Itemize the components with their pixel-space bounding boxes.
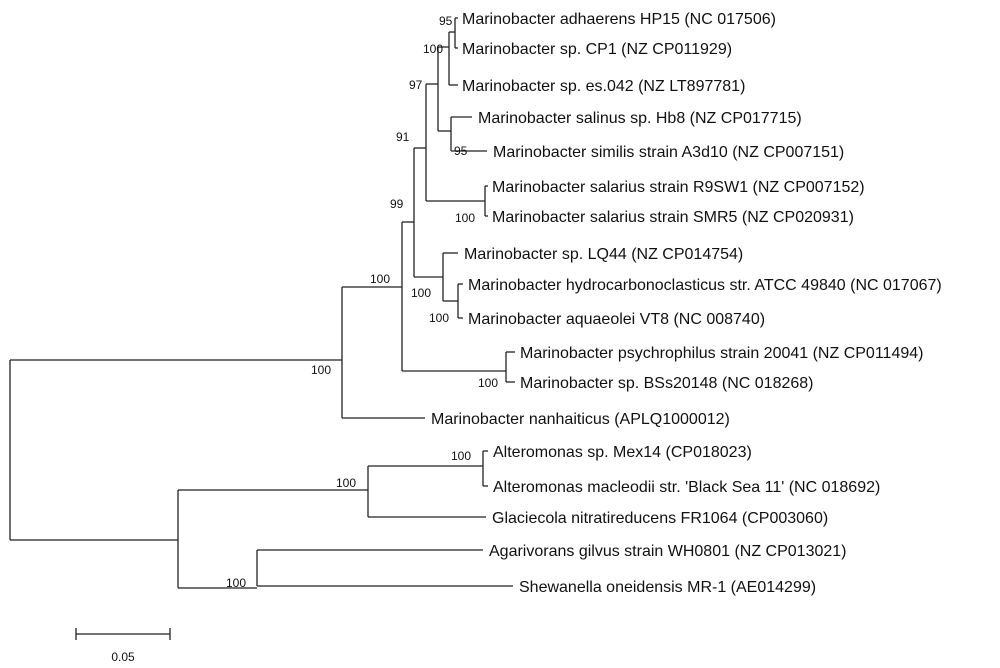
taxon-label: Marinobacter psychrophilus strain 20041 … (520, 345, 923, 362)
taxon-label: Marinobacter salarius strain SMR5 (NZ CP… (492, 209, 854, 226)
tree-branches (9, 17, 515, 589)
taxon-label: Marinobacter salarius strain R9SW1 (NZ C… (492, 179, 865, 196)
bootstrap-value: 100 (429, 311, 449, 325)
bootstrap-value: 97 (409, 78, 423, 92)
bootstrap-value: 100 (423, 42, 443, 56)
bootstrap-value: 99 (390, 197, 404, 211)
taxon-label: Shewanella oneidensis MR-1 (AE014299) (519, 579, 816, 596)
bootstrap-value: 95 (439, 14, 453, 28)
taxon-label: Marinobacter hydrocarbonoclasticus str. … (468, 277, 942, 294)
taxon-label: Marinobacter sp. LQ44 (NZ CP014754) (464, 246, 743, 263)
taxon-label: Glaciecola nitratireducens FR1064 (CP003… (492, 510, 828, 527)
bootstrap-value: 100 (411, 286, 431, 300)
scale-bar: 0.05 (75, 628, 171, 664)
taxon-label: Alteromonas macleodii str. 'Black Sea 11… (493, 479, 880, 496)
bootstrap-value: 100 (478, 376, 498, 390)
taxon-labels: Marinobacter adhaerens HP15 (NC 017506) … (431, 11, 942, 596)
taxon-label: Marinobacter similis strain A3d10 (NZ CP… (493, 144, 844, 161)
bootstrap-value: 91 (396, 130, 410, 144)
taxon-label: Marinobacter salinus sp. Hb8 (NZ CP01771… (478, 110, 802, 127)
taxon-label: Marinobacter sp. es.042 (NZ LT897781) (462, 78, 745, 95)
taxon-label: Marinobacter adhaerens HP15 (NC 017506) (462, 11, 776, 28)
taxon-label: Agarivorans gilvus strain WH0801 (NZ CP0… (489, 543, 846, 560)
bootstrap-value: 100 (226, 576, 246, 590)
taxon-label: Marinobacter nanhaiticus (APLQ1000012) (431, 411, 730, 428)
taxon-label: Marinobacter aquaeolei VT8 (NC 008740) (468, 311, 765, 328)
support-values: 95 100 97 95 91 100 99 100 100 100 100 1… (226, 14, 498, 590)
scale-bar-label: 0.05 (111, 650, 135, 664)
bootstrap-value: 100 (370, 272, 390, 286)
bootstrap-value: 100 (455, 211, 475, 225)
bootstrap-value: 100 (311, 363, 331, 377)
taxon-label: Marinobacter sp. BSs20148 (NC 018268) (520, 375, 814, 392)
bootstrap-value: 95 (454, 144, 468, 158)
bootstrap-value: 100 (451, 449, 471, 463)
taxon-label: Marinobacter sp. CP1 (NZ CP011929) (462, 41, 732, 58)
taxon-label: Alteromonas sp. Mex14 (CP018023) (493, 444, 752, 461)
scale-bar-line (75, 628, 171, 640)
bootstrap-value: 100 (336, 476, 356, 490)
